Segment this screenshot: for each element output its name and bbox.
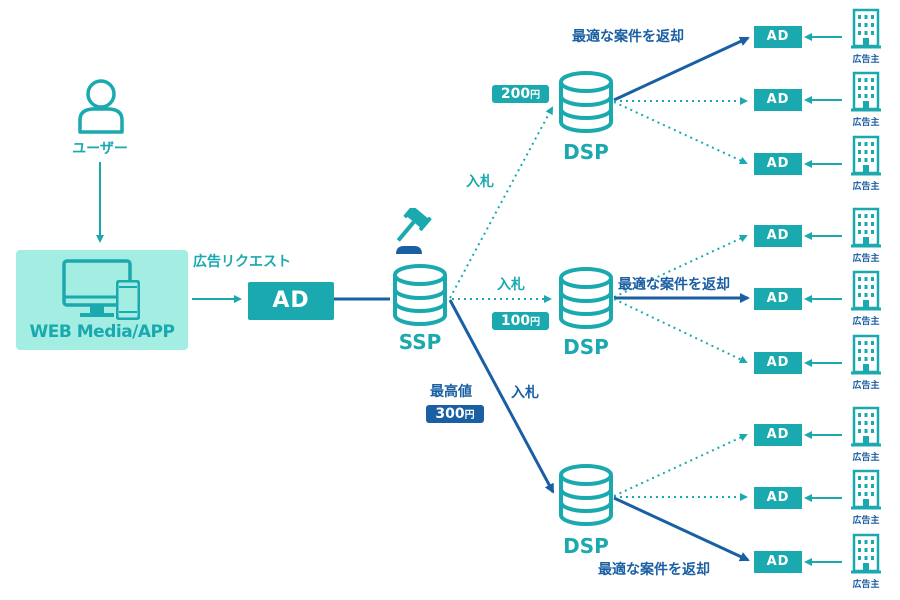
building-icon [851,406,881,447]
ad-slot-9: AD [754,551,802,573]
dsp2-to-ad6-line [613,298,748,364]
highest-price-label: 最高値 [430,384,472,400]
ad-slot-8: AD [754,487,802,509]
dsp1-to-ad3-line [613,101,748,165]
building-icon [851,533,881,574]
building-icon [851,8,881,49]
dsp1-database-icon [559,71,613,133]
return-label-dsp3: 最適な案件を返却 [598,562,710,578]
price-value: 200 [500,86,531,102]
bid-label-dsp3: 入札 [511,385,539,401]
dsp1-to-ad1-line [613,36,750,102]
advertiser-label: 広告主 [852,381,880,391]
smartphone-icon [116,280,140,320]
building-icon [851,207,881,248]
ssp-to-dsp1-line [449,106,553,299]
request-label: 広告リクエスト [193,254,291,270]
building-icon [851,334,881,375]
return-label-dsp2: 最適な案件を返却 [618,277,730,293]
dsp2-database-icon [559,267,613,329]
dsp3-to-ad7-line [613,433,748,497]
price-unit: 円 [464,410,475,421]
advertiser-label: 広告主 [852,453,880,463]
dsp3-to-ad9-line [613,496,750,562]
ad-request-box: AD [248,282,334,320]
building-icon [851,71,881,112]
ad-slot-1: AD [754,26,802,48]
bid-label-dsp2: 入札 [497,277,525,293]
building-icon [851,135,881,176]
ssp-database-icon [393,264,447,326]
bid-label-dsp1: 入札 [466,174,494,190]
dsp2-to-ad4-line [613,234,748,298]
price-value: 300 [435,406,465,422]
dsp1-label: DSP [563,140,609,164]
advertiser-label: 広告主 [852,55,880,65]
advertiser-label: 広告主 [852,516,880,526]
ad-slot-6: AD [754,352,802,374]
price-chip-dsp1: 200円 [492,85,549,103]
building-icon [851,469,881,510]
ad-slot-3: AD [754,153,802,175]
price-unit: 円 [530,317,541,328]
dsp3-database-icon [559,464,613,526]
media-label: WEB Media/APP [29,322,175,342]
auction-hammer-icon [396,208,432,254]
media-box [16,250,188,350]
dsp3-label: DSP [563,534,609,558]
building-icon [851,270,881,311]
advertiser-arrows [804,33,842,566]
dsp2-label: DSP [563,335,609,359]
ad-slot-5: AD [754,288,802,310]
return-label-dsp1: 最適な案件を返却 [572,29,684,45]
price-chip-dsp2: 100円 [492,312,549,330]
ad-slot-7: AD [754,424,802,446]
price-value: 100 [500,313,531,329]
advertiser-label: 広告主 [852,182,880,192]
price-unit: 円 [530,90,541,101]
advertiser-label: 広告主 [852,580,880,590]
ad-slot-4: AD [754,225,802,247]
advertiser-label: 広告主 [852,254,880,264]
advertiser-label: 広告主 [852,317,880,327]
ssp-to-dsp3-line [448,299,555,494]
advertiser-label: 広告主 [852,118,880,128]
ad-slot-2: AD [754,89,802,111]
price-chip-dsp3: 300円 [426,405,484,423]
ssp-label: SSP [398,330,442,354]
person-icon [78,79,124,134]
user-label: ユーザー [72,141,128,157]
